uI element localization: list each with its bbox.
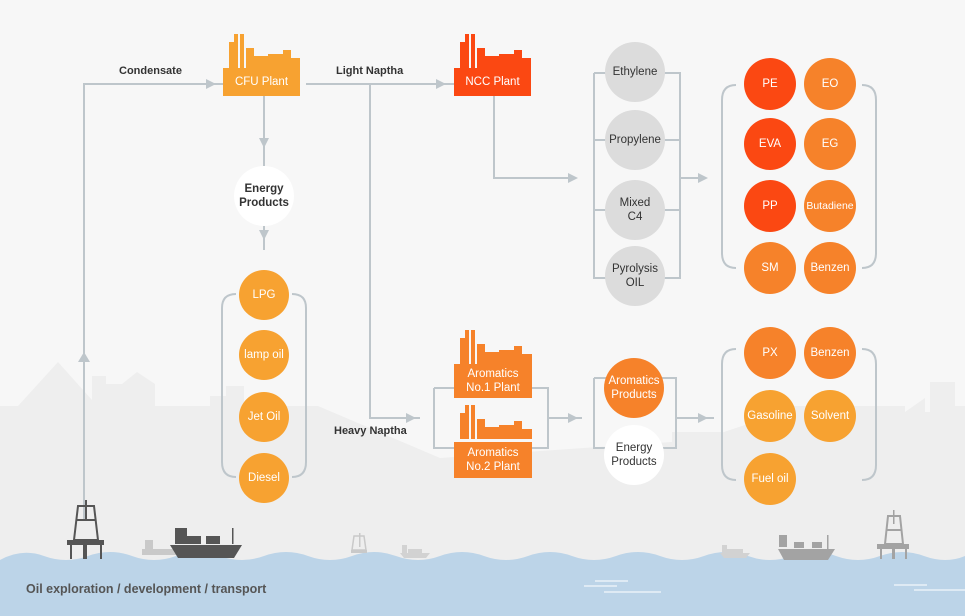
cfu-plant: CFU Plant bbox=[223, 34, 300, 96]
aromatics-no2-plant-label: Aromatics No.2 Plant bbox=[454, 442, 532, 478]
ncc-product-pe: PE bbox=[744, 58, 796, 110]
ncc-product-pp: PP bbox=[744, 180, 796, 232]
aromatics-product-benzen: Benzen bbox=[804, 327, 856, 379]
ncc-product-butadiene: Butadiene bbox=[804, 180, 856, 232]
oil-rig-icon-faded bbox=[351, 533, 367, 553]
intermediate-mixed-c4: Mixed C4 bbox=[605, 180, 665, 240]
arrowheads bbox=[78, 79, 708, 423]
ncc-plant: NCC Plant bbox=[454, 34, 531, 96]
node-label: Pyrolysis bbox=[611, 263, 658, 275]
cfu-plant-label: CFU Plant bbox=[223, 68, 300, 96]
aromatics-product-solvent: Solvent bbox=[804, 390, 856, 442]
aromatics-product-fuel-oil: Fuel oil bbox=[744, 453, 796, 505]
heavy-naptha-label: Heavy Naptha bbox=[334, 425, 407, 437]
plant-name-line: Aromatics bbox=[467, 368, 519, 380]
node-label: Mixed bbox=[619, 197, 651, 209]
factory-icon bbox=[460, 330, 532, 364]
plant-name-line: No.1 Plant bbox=[466, 382, 520, 394]
aromatics-energy-products-node: Energy Products bbox=[604, 425, 664, 485]
product-lpg: LPG bbox=[239, 270, 289, 320]
cargo-ship-icon-gray bbox=[778, 535, 835, 560]
oil-rig-icon-gray bbox=[877, 510, 909, 559]
node-label: OIL bbox=[625, 277, 645, 289]
condensate-label: Condensate bbox=[119, 65, 182, 77]
ncc-product-sm: SM bbox=[744, 242, 796, 294]
factory-icon bbox=[460, 405, 532, 439]
intermediate-pyrolysis-oil: Pyrolysis OIL bbox=[605, 246, 665, 306]
node-label: C4 bbox=[627, 211, 643, 223]
node-label: Products bbox=[611, 456, 657, 468]
ncc-plant-label: NCC Plant bbox=[454, 68, 531, 96]
cargo-ship-icon bbox=[170, 528, 242, 558]
node-label: Products bbox=[239, 197, 289, 209]
ship-icon-faded bbox=[720, 545, 750, 558]
node-label: Propylene bbox=[609, 134, 661, 146]
sea bbox=[0, 552, 965, 616]
ncc-product-benzen: Benzen bbox=[804, 242, 856, 294]
ship-icon-faded bbox=[142, 540, 176, 555]
factory-icon bbox=[460, 34, 531, 68]
aromatics-no1-plant: Aromatics No.1 Plant bbox=[454, 330, 532, 398]
node-label: Energy bbox=[244, 183, 284, 195]
ncc-product-eva: EVA bbox=[744, 118, 796, 170]
aromatics-product-px: PX bbox=[744, 327, 796, 379]
sea-highlights bbox=[584, 580, 965, 593]
node-label: Ethylene bbox=[612, 66, 658, 78]
product-diesel: Diesel bbox=[239, 453, 289, 503]
ship-icon-faded bbox=[400, 545, 430, 558]
oil-rig-icon bbox=[67, 500, 104, 559]
footer-caption: Oil exploration / development / transpor… bbox=[26, 582, 267, 596]
plant-name-line: No.2 Plant bbox=[466, 461, 520, 473]
product-lamp-oil: lamp oil bbox=[239, 330, 289, 380]
intermediate-ethylene: Ethylene bbox=[605, 42, 665, 102]
ncc-product-eo: EO bbox=[804, 58, 856, 110]
intermediate-propylene: Propylene bbox=[605, 110, 665, 170]
node-label: Energy bbox=[615, 442, 653, 454]
light-naptha-label: Light Naptha bbox=[336, 65, 404, 77]
energy-products-node: Energy Products bbox=[234, 166, 294, 226]
aromatics-products-node: Aromatics Products bbox=[604, 358, 664, 418]
aromatics-no1-plant-label: Aromatics No.1 Plant bbox=[454, 364, 532, 398]
node-label: Products bbox=[611, 389, 657, 401]
plant-name-line: Aromatics bbox=[467, 447, 519, 459]
product-jet-oil: Jet Oil bbox=[239, 392, 289, 442]
aromatics-no2-plant: Aromatics No.2 Plant bbox=[454, 405, 532, 478]
factory-icon bbox=[229, 34, 300, 68]
flow-lines bbox=[83, 72, 877, 520]
ncc-product-eg: EG bbox=[804, 118, 856, 170]
node-label: Aromatics bbox=[608, 375, 660, 387]
aromatics-product-gasoline: Gasoline bbox=[744, 390, 796, 442]
